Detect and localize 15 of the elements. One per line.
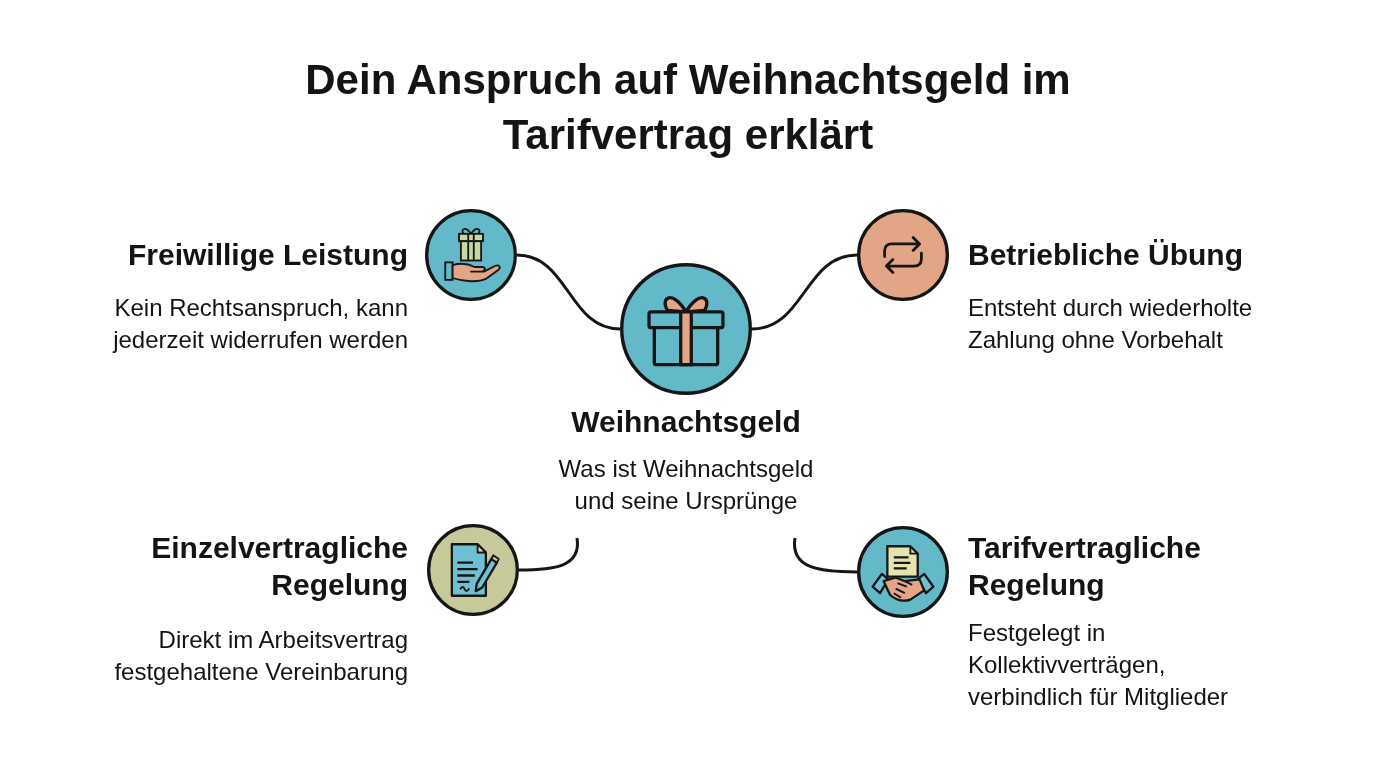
connector-line [519,537,579,572]
connector-line [751,253,858,331]
connector-line [793,537,857,574]
node-heading: Freiwillige Leistung [126,237,408,273]
node-description: Entsteht durch wiederholte Zahlung ohne Vorbehalt [968,293,1254,355]
node-heading: Einzelvertragliche Regelung [150,530,408,603]
node-description: Direkt im Arbeitsvertrag festgehaltene Vereinbarung [113,625,408,687]
node-description: Festgelegt in Kollektivverträgen, verbindlich für Mitglieder [968,618,1230,712]
node-description: Kein Rechtsanspruch, kann jederzeit widerrufen werden [111,293,408,355]
node-heading: Betriebliche Übung [968,237,1245,273]
connector-line [516,253,621,331]
node-heading: Weihnachtsgeld [570,404,802,440]
node-description: Was ist Weihnachtsgeld und seine Ursprünge [557,454,815,516]
diagram-title: Dein Anspruch auf Weihnachtsgeld im Tarifvertrag erklärt [304,55,1072,160]
node-heading: Tarifvertragliche Regelung [968,530,1202,603]
